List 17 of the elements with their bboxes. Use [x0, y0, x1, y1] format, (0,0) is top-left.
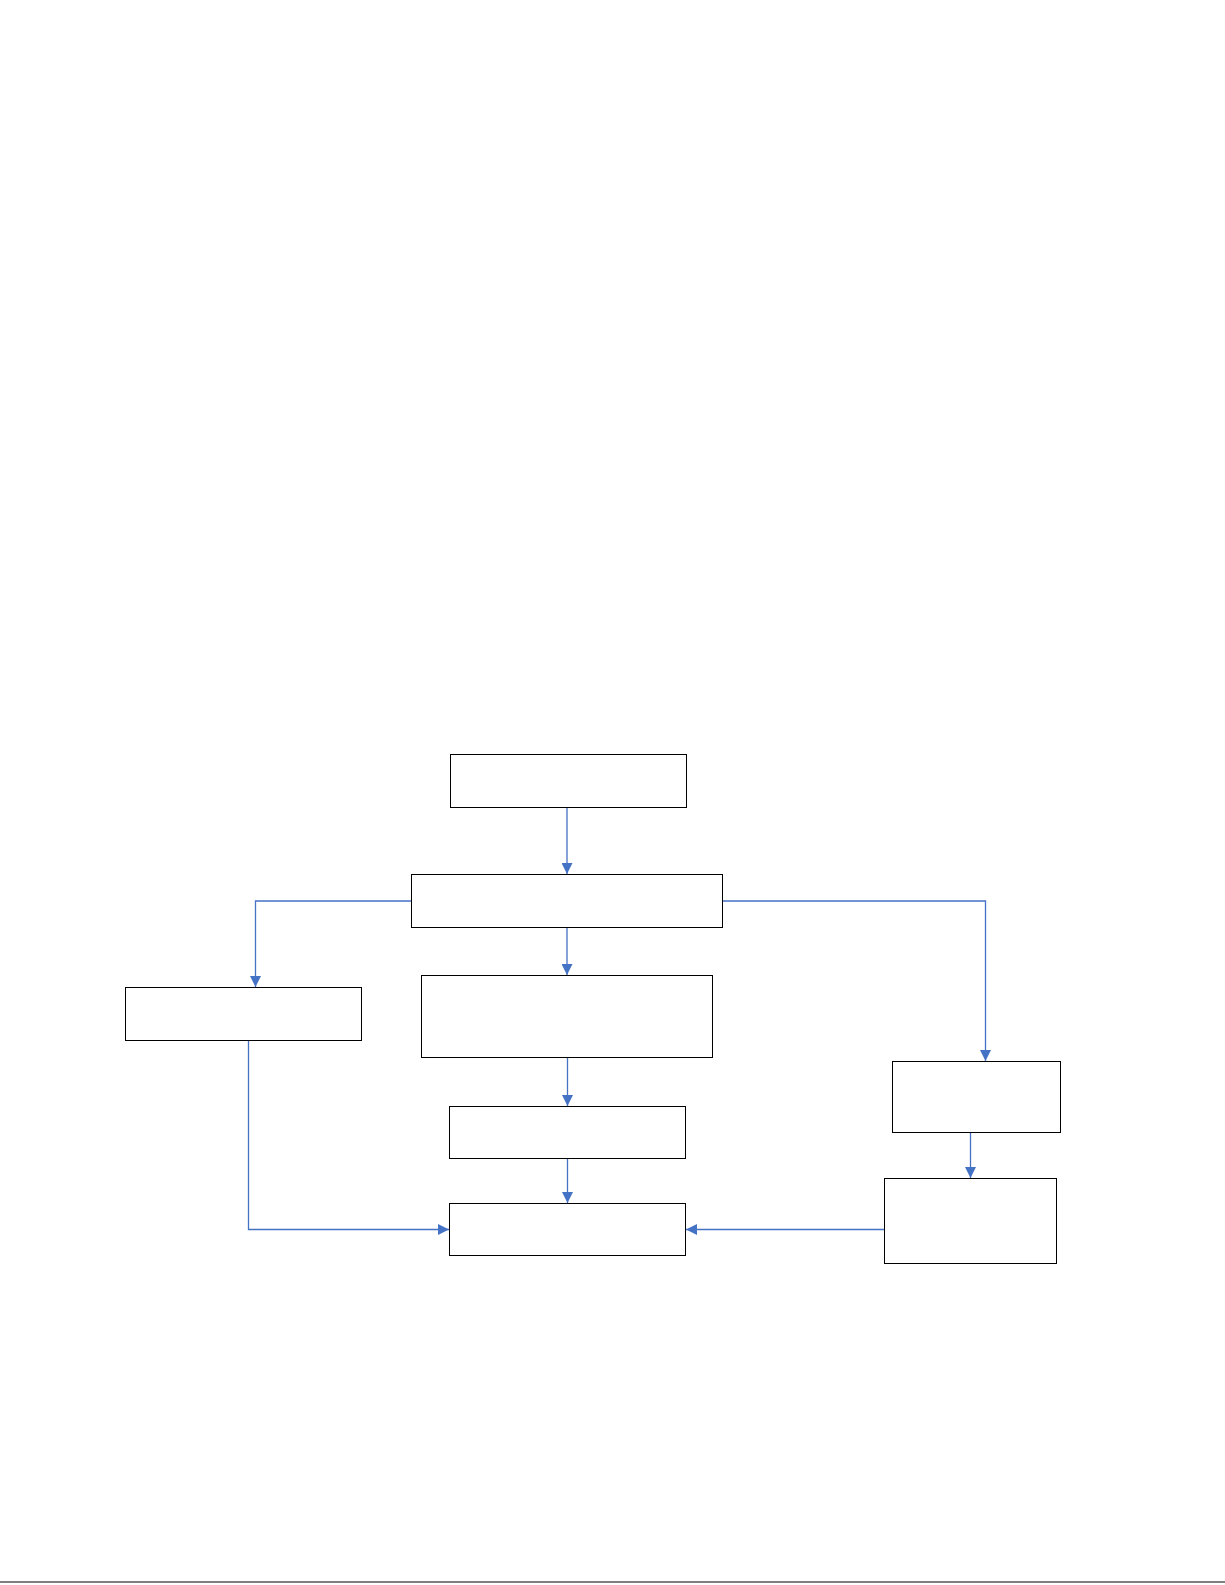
empty-box [892, 1061, 1061, 1133]
arrow [685, 1224, 885, 1235]
arrow [561, 927, 573, 976]
empty-box [411, 874, 723, 928]
arrow [561, 807, 573, 875]
empty-box [449, 1106, 686, 1159]
empty-box [450, 754, 687, 808]
arrow [965, 1132, 976, 1179]
empty-box [125, 987, 362, 1041]
empty-box [884, 1178, 1057, 1264]
arrow [722, 900, 991, 1062]
empty-box [449, 1203, 686, 1256]
empty-box [421, 975, 713, 1058]
arrow [562, 1057, 573, 1107]
arrow [250, 900, 412, 988]
arrow [562, 1158, 573, 1204]
arrow [247, 1040, 450, 1235]
